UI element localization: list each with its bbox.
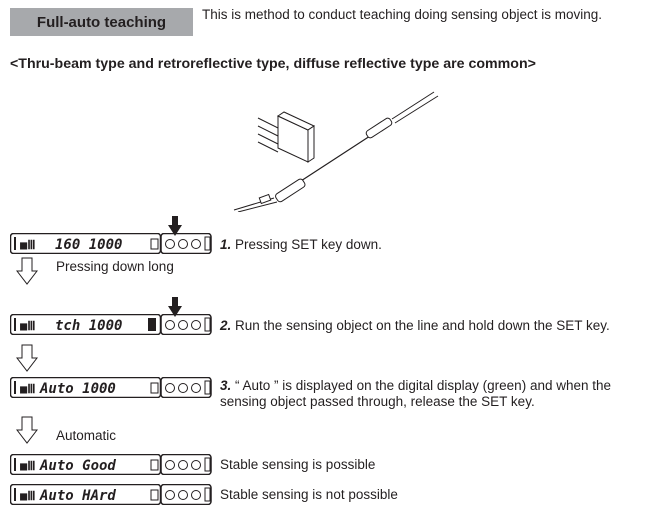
fiber-head-lower-icon [233,178,306,212]
intro-text: This is method to conduct teaching doing… [202,7,602,22]
subtitle: <Thru-beam type and retroreflective type… [10,56,536,72]
step-text: Pressing SET key down. [235,237,382,252]
step-1: 1. Pressing SET key down. [220,237,382,253]
svg-text:Auto 1000: Auto 1000 [39,381,116,397]
result-unstable: Stable sensing is not possible [220,487,398,502]
svg-text:tch 1000: tch 1000 [55,318,122,334]
amplifier-device-4: ■Ⅲ Auto Good [10,454,215,475]
svg-text:160 1000: 160 1000 [55,237,122,253]
svg-text:Auto Good: Auto Good [39,458,116,474]
down-arrow-icon [16,257,38,285]
svg-text:■Ⅲ: ■Ⅲ [20,382,36,396]
step-3: 3. “ Auto ” is displayed on the digital … [220,378,645,410]
svg-text:■Ⅲ: ■Ⅲ [20,319,36,333]
svg-text:■Ⅲ: ■Ⅲ [20,489,36,503]
fiber-head-upper-icon [365,91,439,139]
amplifier-device-5: ■Ⅲ Auto HArd [10,484,215,505]
svg-text:■Ⅲ: ■Ⅲ [20,459,36,473]
step-number: 1. [220,237,232,252]
transition-label: Automatic [56,428,117,443]
amplifier-device-3: ■Ⅲ Auto 1000 [10,377,215,398]
amplifier-device-1: ■Ⅲ 160 1000 [10,233,215,254]
press-arrow-icon [168,216,182,236]
down-arrow-icon [16,344,38,372]
amplifier-device-2: ■Ⅲ tch 1000 [10,314,215,335]
step-text: Run the sensing object on the line and h… [235,318,610,333]
step-text: “ Auto ” is displayed on the digital dis… [220,378,612,409]
result-stable: Stable sensing is possible [220,457,376,472]
svg-text:Auto HArd: Auto HArd [39,488,116,504]
step-number: 3. [220,378,232,393]
sensing-object-icon [257,111,316,163]
step-2: 2. Run the sensing object on the line an… [220,318,645,334]
press-arrow-icon [168,297,182,317]
step-number: 2. [220,318,232,333]
section-title: Full-auto teaching [10,8,193,36]
transition-label: Pressing down long [56,259,174,274]
down-arrow-icon [16,416,38,444]
sensor-illustration [233,91,439,212]
svg-text:■Ⅲ: ■Ⅲ [20,238,36,252]
